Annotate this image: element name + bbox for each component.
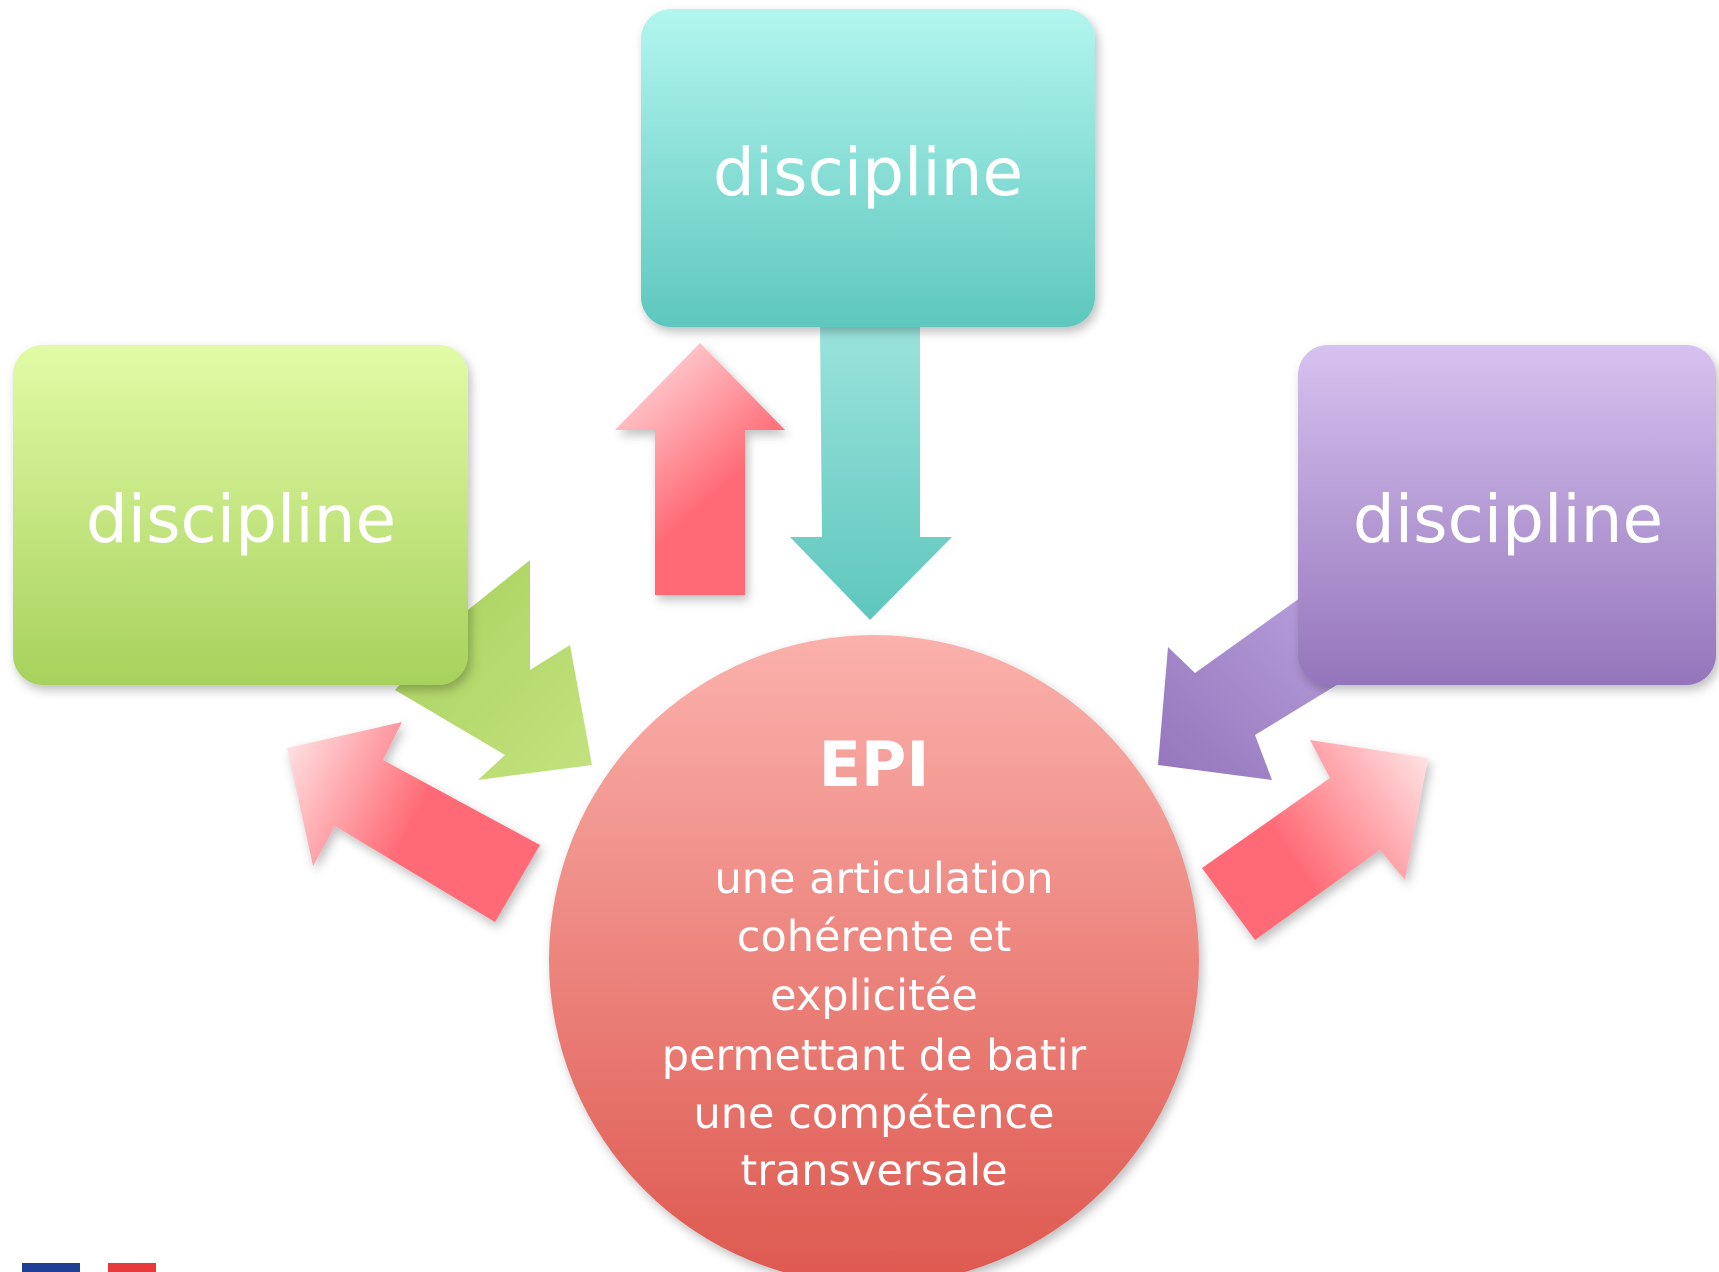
epi-text-line: explicitée: [770, 971, 978, 1021]
discipline-box-top: discipline: [641, 9, 1095, 327]
epi-circle: EPI une articulation cohérente et explic…: [549, 635, 1199, 1272]
epi-title: EPI: [819, 728, 930, 801]
arrow-center-to-right: [1202, 740, 1428, 940]
arrow-left-to-center: [395, 560, 592, 780]
arrow-center-to-top: [615, 343, 785, 595]
discipline-box-left: discipline: [13, 345, 468, 685]
epi-text-line: une compétence: [694, 1089, 1055, 1139]
discipline-box-right: discipline: [1298, 345, 1716, 685]
logo-fragment: [22, 1263, 156, 1272]
discipline-label-left: discipline: [86, 481, 396, 558]
epi-text-line: permettant de batir: [662, 1031, 1087, 1081]
arrow-center-to-left: [287, 722, 540, 922]
epi-text-line: une articulation: [714, 854, 1053, 904]
epi-text-line: cohérente et: [737, 912, 1011, 962]
arrow-top-to-center: [790, 325, 952, 620]
epi-text-line: transversale: [740, 1146, 1007, 1196]
discipline-label-right: discipline: [1353, 481, 1663, 558]
discipline-label-top: discipline: [713, 134, 1023, 211]
